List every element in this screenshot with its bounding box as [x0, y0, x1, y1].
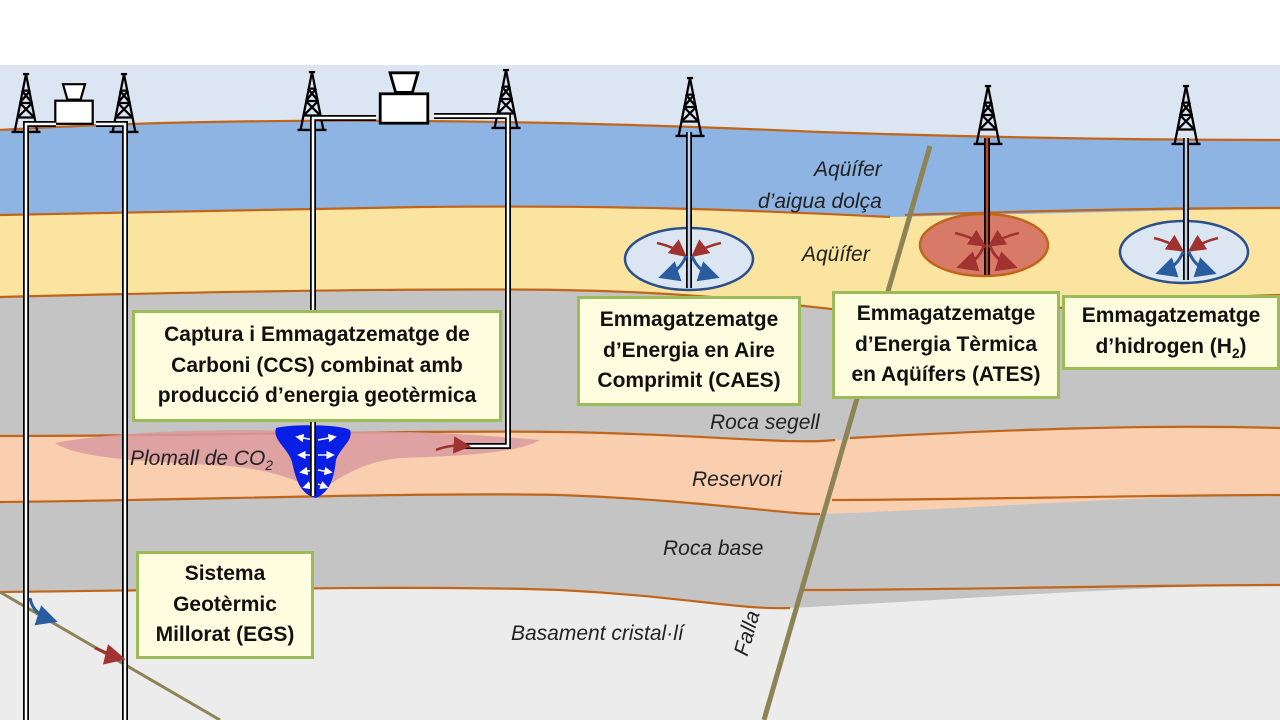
egs-label: Sistema Geotèrmic Millorat (EGS): [155, 562, 295, 647]
egs-well-system: [10, 72, 140, 720]
hydrogen-label-text: Emmagatzematge d’hidrogen (H: [1081, 304, 1261, 358]
crystalline-basement-layer: [0, 585, 1280, 720]
ates-label-box: Emmagatzematge d’Energia Tèrmica en Aqüí…: [832, 291, 1060, 399]
hydrogen-label-subscript: 2: [1231, 345, 1240, 361]
base-rock-label: Roca base: [663, 537, 764, 560]
hydrogen-label-suffix: ): [1239, 334, 1247, 358]
ates-well: [918, 84, 1050, 278]
co2-plume-label-text: Plomall de CO: [130, 447, 266, 470]
hydrogen-label: Emmagatzematge d’hidrogen (H2): [1082, 301, 1261, 363]
caes-label: Emmagatzematge d’Energia en Aire Comprim…: [597, 308, 781, 393]
caes-label-box: Emmagatzematge d’Energia en Aire Comprim…: [577, 296, 801, 406]
ccs-label: Captura i Emmagatzematge de Carboni (CCS…: [157, 323, 477, 408]
fault-line: [761, 145, 933, 720]
hydrogen-label-box: Emmagatzematge d’hidrogen (H2): [1062, 295, 1280, 370]
reservoir-label: Reservori: [692, 468, 782, 491]
egs-label-box: Sistema Geotèrmic Millorat (EGS): [136, 551, 314, 659]
co2-plume-label-subscript: 2: [265, 458, 273, 474]
crystalline-basement-label: Basament cristal·lí: [511, 622, 684, 645]
co2-plume-label: Plomall de CO2: [130, 447, 273, 473]
ccs-label-box: Captura i Emmagatzematge de Carboni (CCS…: [132, 310, 502, 422]
caes-well: [623, 76, 755, 292]
aquifer-label: Aqüífer: [802, 243, 870, 266]
ates-label: Emmagatzematge d’Energia Tèrmica en Aqüí…: [851, 302, 1041, 387]
freshwater-aquifer-label: Aqüífer d’aigua dolça: [758, 158, 882, 213]
seal-rock-label: Roca segell: [710, 411, 820, 434]
hydrogen-well: [1118, 84, 1250, 285]
